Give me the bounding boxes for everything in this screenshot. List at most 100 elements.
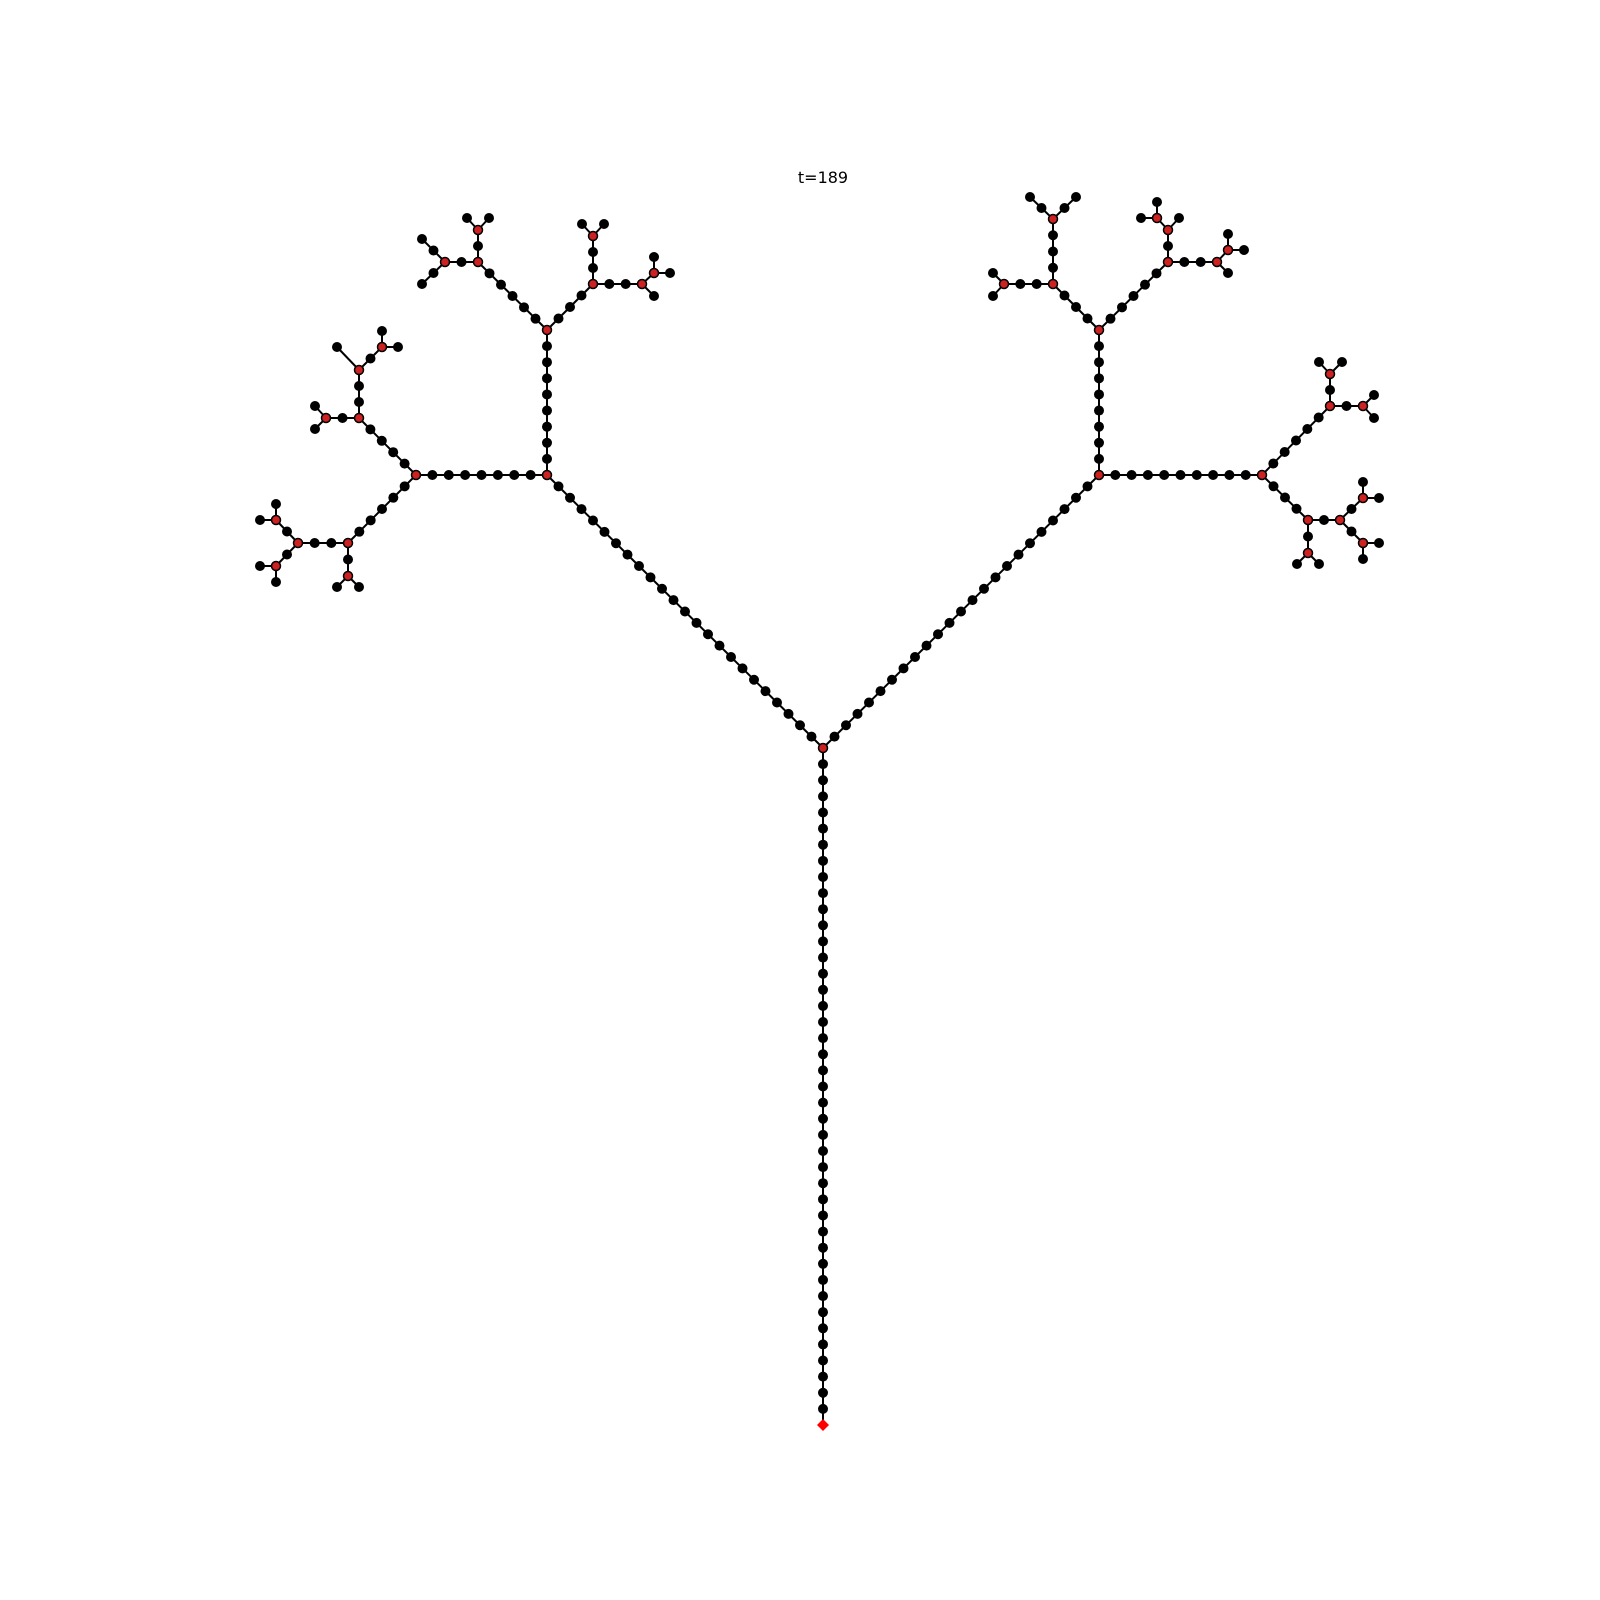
tree-node bbox=[599, 526, 610, 537]
branch-node bbox=[1047, 213, 1059, 225]
tree-node bbox=[1163, 241, 1173, 251]
tree-node bbox=[841, 720, 851, 731]
branch-node bbox=[636, 278, 648, 290]
tree-node bbox=[354, 381, 364, 391]
tree-node bbox=[910, 652, 920, 662]
tree-node bbox=[1031, 279, 1042, 289]
tree-node bbox=[1291, 503, 1302, 514]
tree-node bbox=[282, 549, 292, 560]
root-marker bbox=[817, 1419, 829, 1431]
tree-node bbox=[668, 595, 679, 606]
tree-node bbox=[749, 674, 759, 685]
tree-node bbox=[818, 1017, 828, 1028]
tree-node bbox=[818, 807, 828, 818]
branch-node bbox=[376, 341, 388, 353]
tree-node bbox=[1094, 373, 1104, 384]
tree-node bbox=[818, 1226, 828, 1237]
tree-node bbox=[388, 492, 399, 503]
tree-node bbox=[1240, 470, 1251, 480]
tree-node bbox=[1071, 192, 1081, 202]
tree-node bbox=[649, 252, 659, 262]
tree-node bbox=[990, 572, 1001, 583]
tree-node bbox=[588, 247, 598, 257]
tree-node bbox=[1048, 230, 1058, 241]
branch-node bbox=[342, 537, 354, 549]
tree-node bbox=[887, 674, 897, 685]
tree-node bbox=[737, 663, 748, 674]
tree-node bbox=[649, 291, 659, 301]
tree-node bbox=[1048, 246, 1058, 257]
tree-node bbox=[818, 1210, 828, 1221]
tree-node bbox=[1013, 549, 1024, 560]
tree-node bbox=[665, 268, 675, 278]
tree-node bbox=[1082, 481, 1093, 492]
tree-node bbox=[1094, 453, 1104, 464]
tree-node bbox=[1105, 313, 1116, 324]
tree-node bbox=[634, 561, 644, 571]
tree-node bbox=[772, 697, 782, 708]
tree-node bbox=[1358, 477, 1368, 487]
branch-node bbox=[472, 224, 484, 236]
tree-node bbox=[1302, 424, 1313, 434]
branch-node bbox=[1324, 400, 1336, 412]
tree-node bbox=[818, 1355, 828, 1366]
tree-node bbox=[783, 708, 794, 719]
tree-node bbox=[818, 1339, 828, 1350]
branch-node bbox=[587, 278, 599, 290]
tree-node bbox=[1140, 279, 1150, 290]
tree-node bbox=[818, 1274, 828, 1285]
tree-node bbox=[354, 582, 364, 592]
tree-node bbox=[1025, 538, 1035, 549]
tree-node bbox=[310, 401, 320, 411]
tree-node bbox=[576, 290, 587, 301]
tree-node bbox=[1374, 493, 1384, 503]
tree-node bbox=[542, 373, 552, 384]
tree-node bbox=[365, 515, 376, 526]
tree-node bbox=[818, 1178, 828, 1189]
tree-node bbox=[255, 561, 265, 571]
tree-node bbox=[365, 424, 376, 435]
tree-node bbox=[818, 1033, 828, 1044]
tree-node bbox=[1094, 437, 1104, 448]
tree-node bbox=[988, 268, 998, 278]
branch-node bbox=[1357, 492, 1369, 504]
tree-node bbox=[310, 424, 320, 434]
tree-node bbox=[1224, 470, 1235, 480]
tree-node bbox=[309, 538, 320, 548]
tree-node bbox=[542, 437, 552, 448]
tree-node bbox=[354, 526, 365, 537]
branch-node bbox=[1302, 514, 1314, 526]
tree-node bbox=[818, 775, 828, 786]
branch-node bbox=[1256, 469, 1268, 481]
tree-node bbox=[343, 554, 353, 565]
tree-node bbox=[944, 617, 955, 628]
branch-node bbox=[541, 324, 553, 336]
tree-node bbox=[818, 1162, 828, 1173]
tree-node bbox=[1191, 470, 1202, 480]
tree-node bbox=[818, 920, 828, 931]
tree-node bbox=[484, 268, 495, 279]
tree-node bbox=[818, 952, 828, 963]
tree-node bbox=[565, 302, 575, 312]
tree-node bbox=[818, 1129, 828, 1140]
tree-node bbox=[393, 342, 403, 352]
tree-node bbox=[484, 213, 494, 223]
tree-node bbox=[1025, 192, 1035, 202]
tree-node bbox=[542, 357, 552, 368]
tree-node bbox=[1142, 470, 1153, 480]
tree-node bbox=[576, 504, 587, 515]
tree-node bbox=[271, 499, 281, 509]
branch-node bbox=[410, 469, 422, 481]
tree-node bbox=[714, 640, 725, 651]
tree-node bbox=[818, 1291, 828, 1302]
tree-node bbox=[921, 640, 932, 651]
tree-node bbox=[1015, 279, 1026, 289]
tree-node bbox=[1136, 213, 1146, 223]
tree-node bbox=[460, 470, 471, 480]
tree-node bbox=[818, 839, 828, 850]
tree-node bbox=[542, 453, 552, 464]
tree-node bbox=[1002, 561, 1012, 571]
tree-node bbox=[1094, 421, 1104, 432]
tree-node bbox=[1223, 268, 1233, 278]
